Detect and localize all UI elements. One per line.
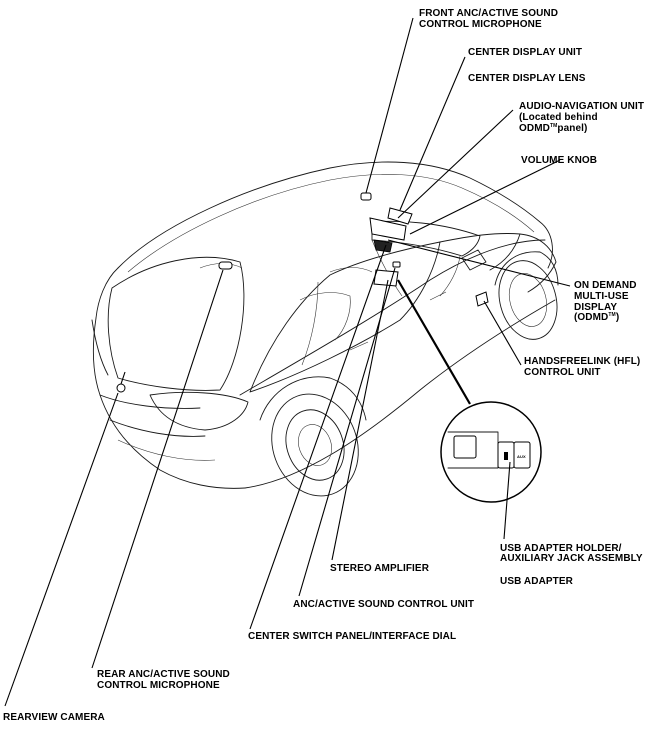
volume-knob-label: VOLUME KNOB [521, 155, 597, 166]
anc-unit-icon [392, 261, 401, 268]
hfl-label: HANDSFREELINK (HFL) [524, 356, 640, 367]
rearview-camera-label: REARVIEW CAMERA [3, 712, 105, 723]
anc-unit-label: ANC/ACTIVE SOUND CONTROL UNIT [293, 599, 474, 610]
usb-detail-inset: AUX [440, 401, 542, 503]
center-switch-label: CENTER SWITCH PANEL/INTERFACE DIAL [248, 631, 456, 642]
usb-holder-label: USB ADAPTER HOLDER/ [500, 543, 622, 554]
odmd-icon [369, 217, 407, 241]
labels: FRONT ANC/ACTIVE SOUND CONTROL MICROPHON… [3, 8, 644, 723]
hfl-label-2: CONTROL UNIT [524, 367, 601, 378]
usb-adapter-label: USB ADAPTER [500, 576, 574, 587]
aux-jack-icon [513, 441, 531, 469]
center-display-lens-label: CENTER DISPLAY LENS [468, 73, 586, 84]
odmd-label-4: (ODMDTM) [574, 312, 619, 323]
front-mic-icon [360, 192, 372, 201]
rear-anc-mic-label: REAR ANC/ACTIVE SOUND [97, 669, 230, 680]
center-display-unit-label: CENTER DISPLAY UNIT [468, 47, 582, 58]
audio-nav-label-2: (Located behind [519, 112, 598, 123]
front-anc-mic-label-2: CONTROL MICROPHONE [419, 19, 542, 30]
odmd-label-2: MULTI-USE [574, 291, 629, 302]
usb-holder-label-2: AUXILIARY JACK ASSEMBLY [500, 553, 643, 564]
rear-mic-icon [218, 261, 233, 270]
odmd-label-3: DISPLAY [574, 302, 617, 313]
audio-nav-label-3: ODMDTMpanel) [519, 123, 587, 134]
rearview-camera-icon [116, 383, 126, 393]
aux-marking: AUX [517, 454, 526, 459]
odmd-label: ON DEMAND [574, 280, 637, 291]
stereo-amp-label: STEREO AMPLIFIER [330, 563, 430, 574]
audio-nav-label: AUDIO-NAVIGATION UNIT [519, 101, 644, 112]
rear-anc-mic-label-2: CONTROL MICROPHONE [97, 680, 220, 691]
stereo-amp-icon [373, 269, 399, 287]
leader-lines [4, 17, 571, 707]
front-anc-mic-label: FRONT ANC/ACTIVE SOUND [419, 8, 558, 19]
